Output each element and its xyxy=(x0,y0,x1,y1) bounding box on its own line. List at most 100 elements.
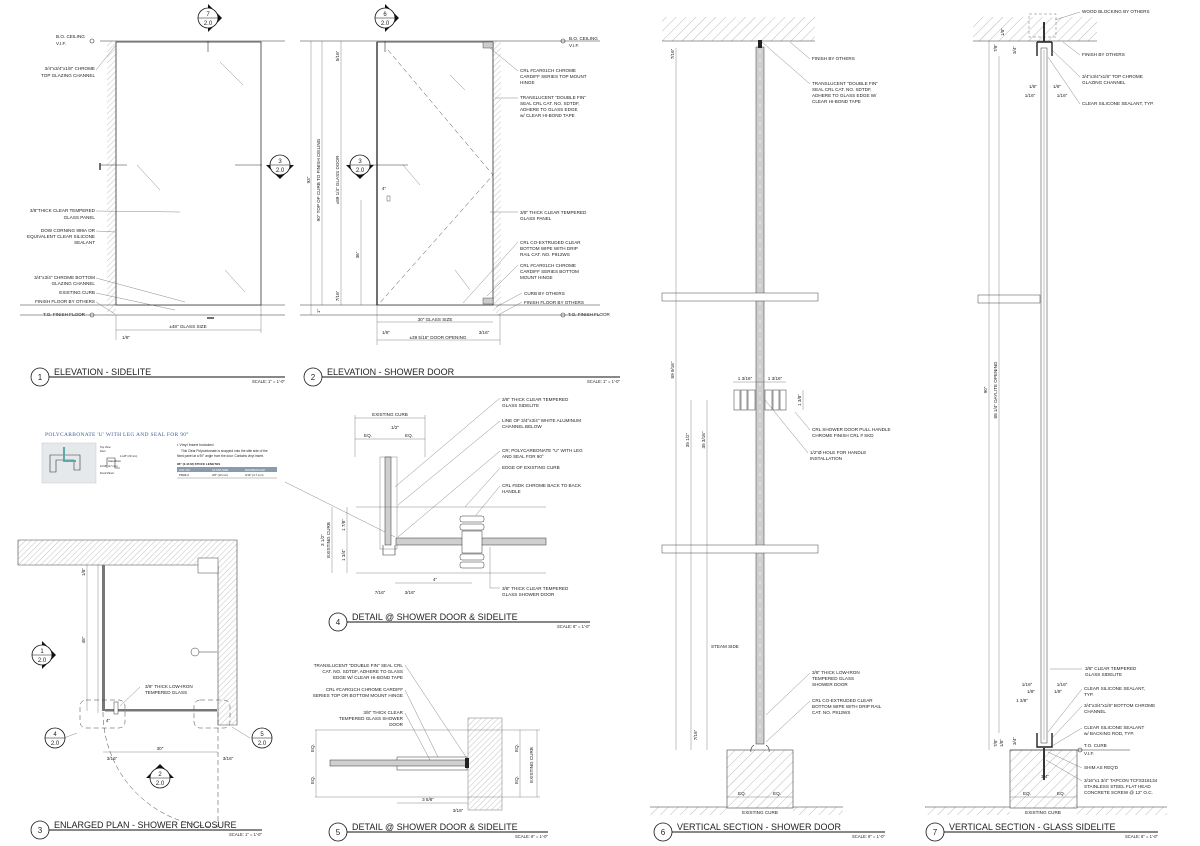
callout-note: CLEAR HI-BOND TAPE xyxy=(812,99,861,104)
callout-note: w/ CLEAR HI-BOND TAPE xyxy=(520,113,575,118)
table-header: MAXIMUM GAP xyxy=(245,468,265,472)
polycarbonate-u-product-inset: POLYCARBONATE 'U' WITH LEG AND SEAL FOR … xyxy=(41,431,396,538)
callout-note: T.O. FINISH FLOOR xyxy=(568,312,611,317)
inset-title: POLYCARBONATE 'U' WITH LEG AND SEAL FOR … xyxy=(45,431,189,438)
break-line xyxy=(977,294,1041,304)
dimension-label: 1/8" xyxy=(382,330,390,335)
sidelite-plan xyxy=(102,565,105,711)
view-6-section-shower-door xyxy=(650,17,843,815)
dimension-label: 7/8" xyxy=(993,44,998,52)
wall-hatch xyxy=(467,717,503,811)
callout-note: TEMPERED GLASS xyxy=(145,690,187,695)
section-marker[interactable]: 62.0 xyxy=(374,4,399,32)
section-marker[interactable]: 22.0 xyxy=(146,764,174,789)
callout-note: HANDLE xyxy=(502,489,521,494)
dimension-label: 93" xyxy=(306,176,311,183)
dimension-label: 90" xyxy=(983,386,988,393)
break-line xyxy=(661,544,819,554)
dimension-label: 36" xyxy=(355,251,360,258)
dimension-label: 3/16" xyxy=(107,756,118,761)
callout-note: EQUIVALENT CLEAR SILICONE xyxy=(27,234,95,239)
callout-note: FINISH FLOOR BY OTHERS xyxy=(524,300,584,305)
table-cell: P690LU xyxy=(179,473,189,477)
marker-sheet-number: 2.0 xyxy=(381,21,390,27)
dimension-label: 1 3/16" xyxy=(768,376,783,381)
callout-note: CARDIFF SERIES TOP MOUNT xyxy=(520,74,587,79)
marker-detail-number: 4 xyxy=(53,732,57,738)
table-cell: 3/8" (10 mm) xyxy=(212,473,228,477)
inset-bullet: • Vinyl Insert Included xyxy=(177,443,214,447)
pull-handle xyxy=(733,389,787,411)
callout-note: 3/8" THICK CLEAR TEMPERED xyxy=(520,210,587,215)
callout-note: CLEAR SILICONE SEALANT, TYP. xyxy=(1082,101,1154,106)
break-line xyxy=(661,292,819,302)
view-scale: SCALE: 6" = 1'-0" xyxy=(515,834,548,839)
callout-note: V.I.F. xyxy=(1084,751,1094,756)
section-marker[interactable]: 72.0 xyxy=(197,4,222,32)
product-photo xyxy=(41,442,97,484)
dimension-label: 7/8" xyxy=(993,739,998,747)
section-marker[interactable]: 12.0 xyxy=(31,641,56,669)
section-marker[interactable]: 52.0 xyxy=(251,727,273,749)
callout-note: w/ BACKING ROD, TYP. xyxy=(1084,731,1134,736)
callout-note: TRANSLUCENT "DOUBLE FIN" xyxy=(520,95,586,100)
callout-note: TEMPERED GLASS SHOWER xyxy=(339,716,404,721)
inset-table-header xyxy=(177,467,277,472)
callout-note: 3/8"THICK CLEAR TEMPERED xyxy=(30,208,96,213)
ceiling-hatch xyxy=(662,17,815,41)
marker-sheet-number: 2.0 xyxy=(258,741,267,747)
callout-note: V.I.F. xyxy=(56,41,66,46)
callout-note: 3/8" THICK CLEAR TEMPERED xyxy=(502,397,569,402)
callout-note: SHOWER DOOR xyxy=(812,682,848,687)
callout-note: FINISH BY OTHERS xyxy=(812,56,855,61)
dimension-label: 3/16" xyxy=(223,756,234,761)
shower-valve xyxy=(190,647,200,657)
callout-note: CLEAR SILICONE SEALANT, xyxy=(1084,686,1145,691)
table-header: GLASS SIZE xyxy=(212,468,228,472)
callout-note: FINISH BY OTHERS xyxy=(1082,52,1125,57)
dimension-label: 89 9/16" xyxy=(670,361,675,378)
marker-detail-number: 2 xyxy=(158,772,162,778)
callout-note: 3/8" THICK LOW-IRON xyxy=(145,684,193,689)
view-number: 4 xyxy=(336,618,341,627)
callout-note: 3/16"x1 3/4" TAPCON TCFS316134 xyxy=(1084,778,1158,783)
dimension-label: 7/16" xyxy=(693,729,698,740)
shower-door-glass xyxy=(376,41,494,306)
callout-note: GLASS PANEL xyxy=(520,216,552,221)
dimension-label: ±48" GLASS SIZE xyxy=(169,324,206,329)
dimension-label: EQ. xyxy=(405,433,413,438)
marker-detail-number: 1 xyxy=(40,649,44,655)
callout-note: TYP. xyxy=(1084,692,1094,697)
callout-note: EDGE OF EXISTING CURB xyxy=(502,465,560,470)
view-1-elevation-sidelite xyxy=(20,38,285,340)
dimension-label: 3/16" xyxy=(405,590,416,595)
dimension-label: 1/8" xyxy=(1054,689,1062,694)
dimension-label: 7/16" xyxy=(375,590,386,595)
dimension-label: 1/8" xyxy=(1029,84,1037,89)
dimension-label: 88 1/4" DAYLITE OPENING xyxy=(993,361,998,418)
section-marker[interactable]: 42.0 xyxy=(44,727,66,749)
door-handle xyxy=(386,195,391,202)
marker-detail-number: 3 xyxy=(278,159,282,165)
bottom-channel xyxy=(1036,733,1053,748)
callout-note: 3/8" THICK CLEAR TEMPERED xyxy=(502,586,569,591)
marker-detail-number: 5 xyxy=(260,732,264,738)
view-7-section-glass-sidelite xyxy=(925,11,1167,815)
dimension-label: EQ. xyxy=(773,791,781,796)
view-scale: SCALE: 6" = 1'-0" xyxy=(557,624,590,629)
dimension-label: 1/8" xyxy=(1000,28,1005,36)
dimension-label: 4" xyxy=(433,577,438,582)
callout-note: CHROME FINISH CRL # SKD xyxy=(812,433,874,438)
dimension-label: EXISTING CURB xyxy=(326,522,331,558)
dimension-label: 3/16" xyxy=(453,808,464,813)
section-marker[interactable]: 32.0 xyxy=(266,154,294,179)
diagram-label: 11/16" (17 mm) xyxy=(100,464,118,468)
dimension-label: 30" xyxy=(157,746,164,751)
callout-note: SEAL CRL CAT. NO. SDTDF, xyxy=(520,101,580,106)
marker-sheet-number: 2.0 xyxy=(276,168,285,174)
wall-hatch xyxy=(493,41,501,313)
section-marker[interactable]: 32.0 xyxy=(346,154,374,179)
view-title: ELEVATION - SHOWER DOOR xyxy=(327,367,455,377)
view-4-detail-door-sidelite xyxy=(331,397,547,589)
